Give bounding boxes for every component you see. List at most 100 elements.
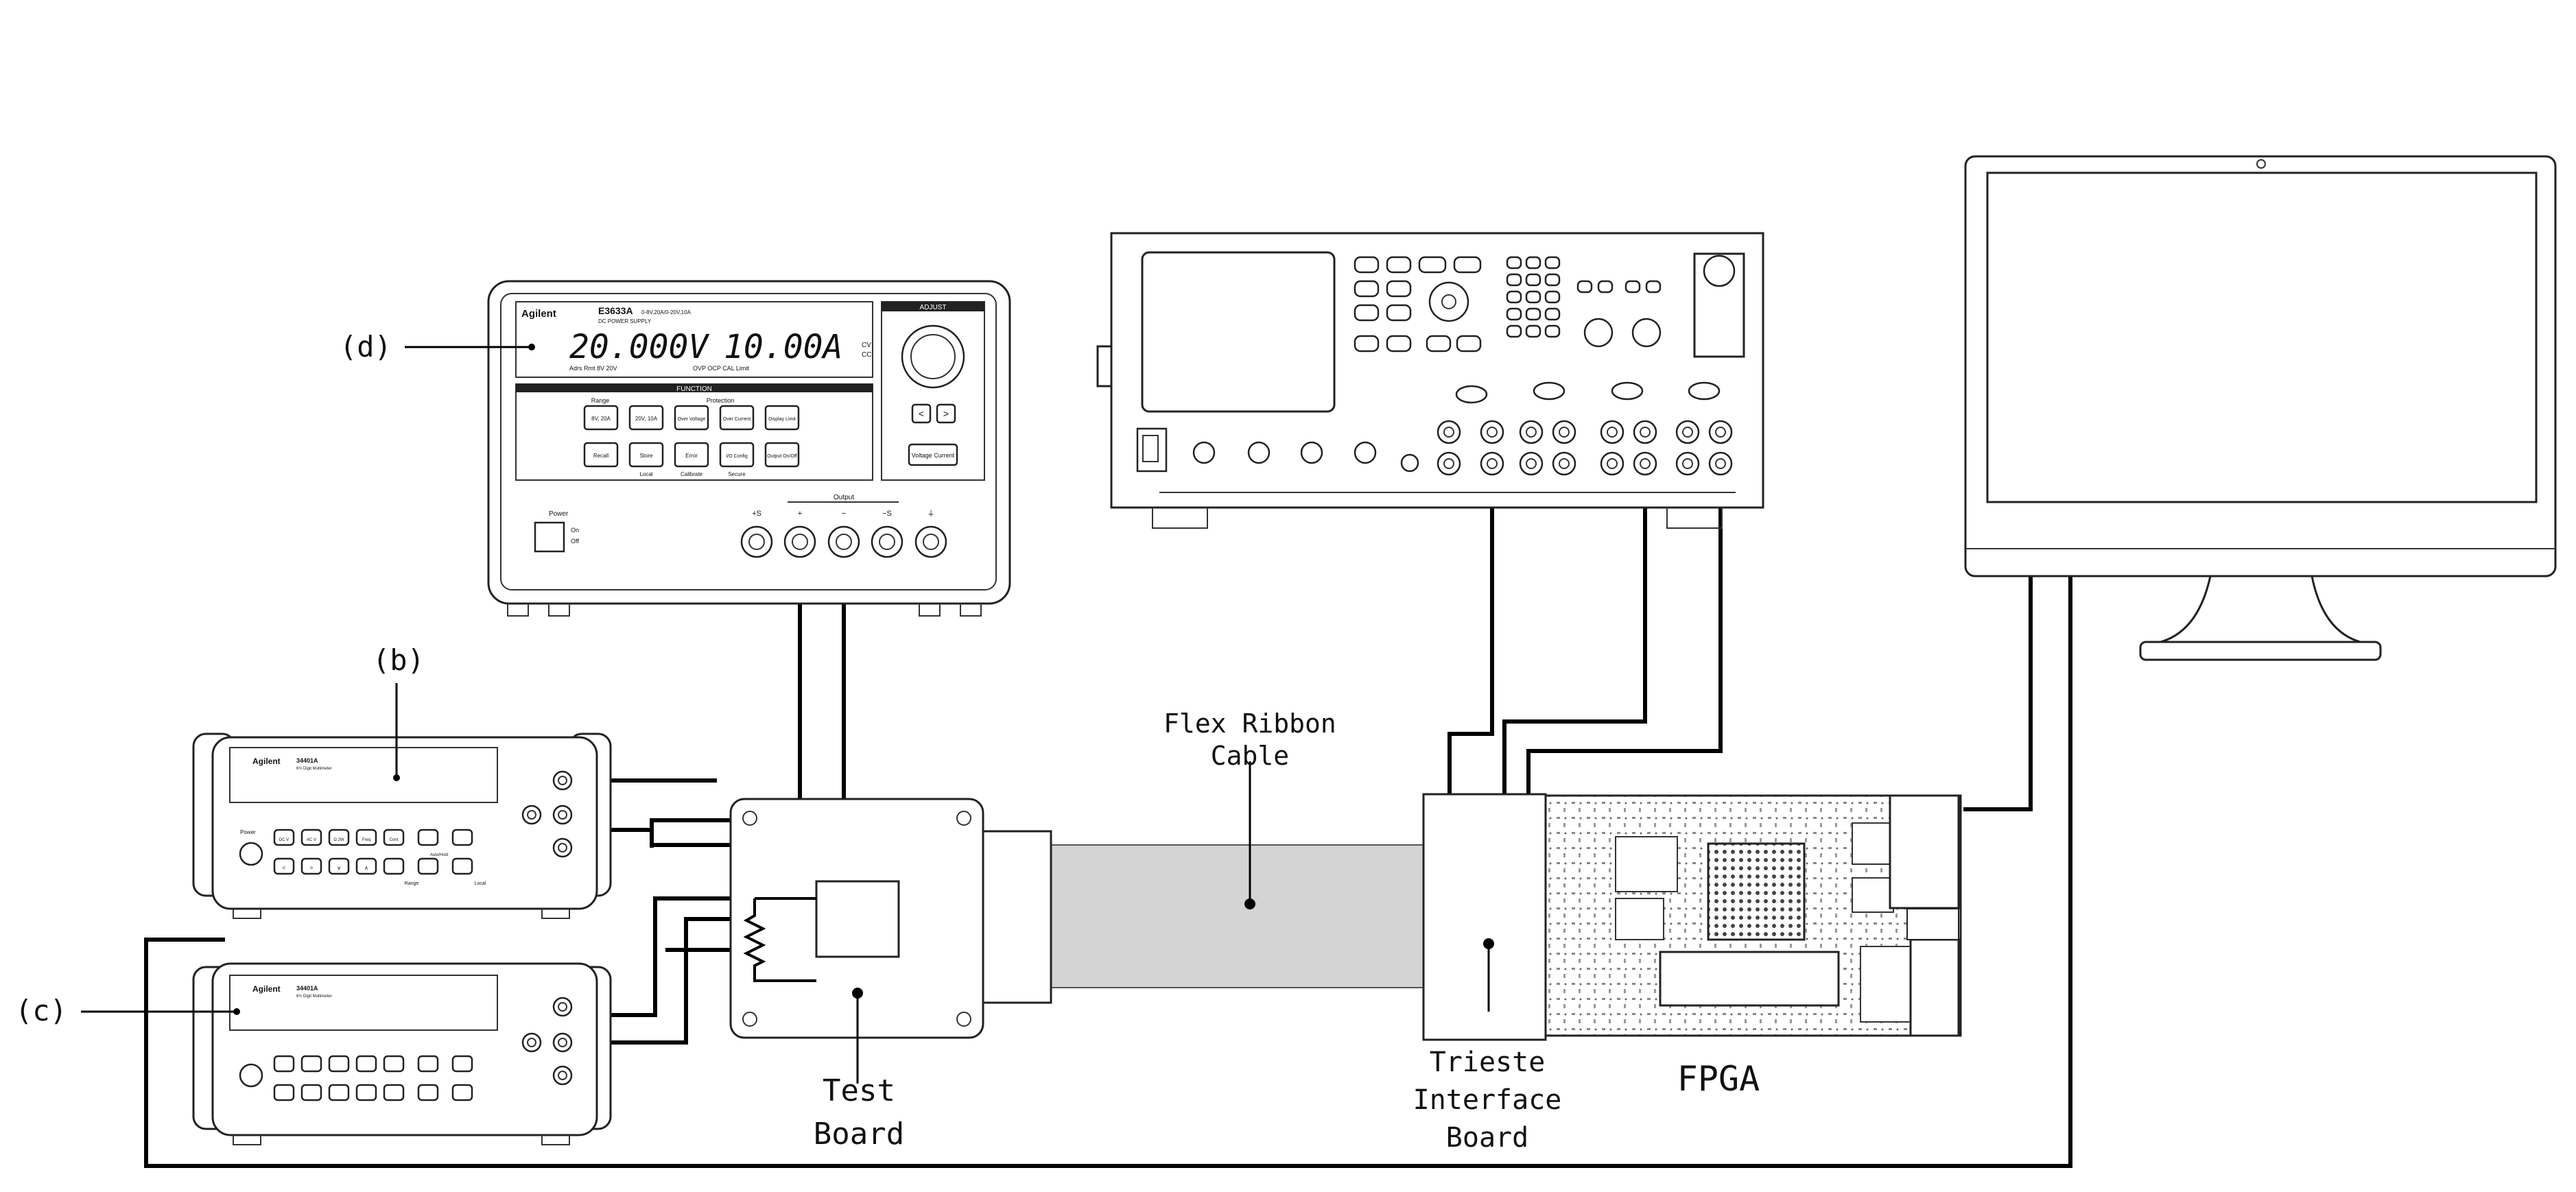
generator-knob[interactable] bbox=[1583, 318, 1614, 348]
dmm-key[interactable] bbox=[300, 1055, 322, 1073]
dmm-terminal[interactable] bbox=[521, 804, 542, 825]
dmm-key[interactable] bbox=[383, 829, 405, 846]
dmm-terminal[interactable] bbox=[552, 804, 573, 825]
dmm-key-label: Auto/Hold bbox=[430, 853, 448, 857]
bnc-connector[interactable] bbox=[1600, 420, 1624, 444]
ps-key-over-current[interactable] bbox=[719, 405, 755, 431]
dmm-key[interactable] bbox=[328, 1084, 350, 1101]
dmm-key[interactable] bbox=[273, 1055, 295, 1073]
dmm-terminal[interactable] bbox=[552, 1032, 573, 1053]
bnc-connector[interactable] bbox=[1437, 420, 1461, 444]
dmm-key[interactable] bbox=[417, 829, 439, 846]
terminal-minus[interactable] bbox=[827, 525, 860, 558]
dmm-b-power-button[interactable] bbox=[239, 842, 263, 866]
bnc-connector[interactable] bbox=[1480, 451, 1504, 476]
dmm-c-power-button[interactable] bbox=[239, 1063, 263, 1088]
bnc-connector[interactable] bbox=[1708, 451, 1733, 476]
flex-ribbon-cable bbox=[981, 761, 1425, 1004]
terminal-minus-sense[interactable] bbox=[871, 525, 903, 558]
dmm-key[interactable] bbox=[383, 1055, 405, 1073]
signal-generator bbox=[1096, 232, 1764, 529]
ps-key-io-config[interactable] bbox=[719, 442, 755, 468]
ps-key-over-voltage[interactable] bbox=[674, 405, 709, 431]
gen-key[interactable] bbox=[1426, 335, 1452, 353]
resistor-icon bbox=[743, 898, 816, 982]
gen-key[interactable] bbox=[1354, 335, 1380, 353]
dmm-key-label: AC V bbox=[307, 838, 316, 842]
dmm-key[interactable] bbox=[383, 1084, 405, 1101]
bnc-connector[interactable] bbox=[1600, 451, 1624, 476]
generator-nav-pad[interactable] bbox=[1428, 281, 1469, 322]
ps-key-error[interactable] bbox=[674, 442, 709, 468]
bnc-connector[interactable] bbox=[1708, 420, 1733, 444]
ps-key-output-onoff[interactable] bbox=[764, 442, 800, 468]
gen-key[interactable] bbox=[1456, 335, 1482, 353]
dmm-key[interactable] bbox=[300, 829, 322, 846]
dmm-key[interactable] bbox=[451, 857, 473, 875]
dmm-key[interactable] bbox=[273, 1084, 295, 1101]
dmm-c-keys bbox=[273, 1055, 473, 1101]
label-test-line1: Test bbox=[823, 1073, 895, 1108]
bnc-connector[interactable] bbox=[1519, 451, 1544, 476]
bnc-connector[interactable] bbox=[1480, 420, 1504, 444]
gen-key[interactable] bbox=[1453, 256, 1482, 274]
ps-on-label: On bbox=[571, 527, 579, 534]
dmm-terminal[interactable] bbox=[552, 997, 573, 1017]
gen-key[interactable] bbox=[1418, 256, 1447, 274]
dmm-key[interactable] bbox=[273, 857, 295, 875]
dmm-key[interactable] bbox=[355, 1084, 377, 1101]
dmm-terminal[interactable] bbox=[521, 1032, 542, 1053]
ps-voltage-current-button[interactable] bbox=[908, 443, 958, 466]
dmm-key[interactable] bbox=[383, 857, 405, 875]
gen-key[interactable] bbox=[1354, 304, 1380, 322]
gen-key[interactable] bbox=[1386, 280, 1412, 298]
dmm-key[interactable] bbox=[417, 1055, 439, 1073]
gen-key[interactable] bbox=[1386, 335, 1412, 353]
ps-power-switch[interactable] bbox=[534, 521, 565, 553]
terminal-plus[interactable] bbox=[783, 525, 816, 558]
dmm-key[interactable] bbox=[328, 829, 350, 846]
ps-keys-row2: Recall Store Error I/O Config Output On/… bbox=[583, 442, 800, 477]
generator-knob[interactable] bbox=[1631, 318, 1662, 348]
dmm-terminal[interactable] bbox=[552, 1065, 573, 1086]
generator-main-knob[interactable] bbox=[1703, 254, 1736, 287]
dmm-key[interactable] bbox=[451, 1055, 473, 1073]
dmm-key[interactable] bbox=[451, 829, 473, 846]
ps-key-20v10a[interactable] bbox=[628, 405, 664, 431]
ps-key-8v20a[interactable] bbox=[583, 405, 619, 431]
dmm-key[interactable] bbox=[273, 829, 295, 846]
bnc-connector[interactable] bbox=[1633, 451, 1657, 476]
bnc-connector[interactable] bbox=[1675, 420, 1700, 444]
ps-key-store[interactable] bbox=[628, 442, 664, 468]
gen-key[interactable] bbox=[1386, 304, 1412, 322]
ps-key-recall[interactable] bbox=[583, 442, 619, 468]
gen-key[interactable] bbox=[1386, 256, 1412, 274]
dmm-key[interactable] bbox=[417, 1084, 439, 1101]
ps-right-arrow-button[interactable] bbox=[936, 403, 956, 424]
terminal-plus-sense[interactable] bbox=[740, 525, 773, 558]
dmm-key[interactable] bbox=[328, 1055, 350, 1073]
bnc-connector[interactable] bbox=[1633, 420, 1657, 444]
dmm-key[interactable] bbox=[417, 857, 439, 875]
gen-key[interactable] bbox=[1354, 256, 1380, 274]
terminal-ground[interactable] bbox=[914, 525, 947, 558]
dmm-key[interactable] bbox=[300, 857, 322, 875]
dmm-key[interactable] bbox=[328, 857, 350, 875]
bnc-connector[interactable] bbox=[1552, 420, 1576, 444]
dmm-key[interactable] bbox=[355, 857, 377, 875]
ps-key-label: Over Current bbox=[723, 417, 751, 422]
dmm-terminal[interactable] bbox=[552, 837, 573, 858]
ps-key-label: Over Voltage bbox=[678, 417, 706, 422]
bnc-connector[interactable] bbox=[1552, 451, 1576, 476]
bnc-connector[interactable] bbox=[1519, 420, 1544, 444]
bnc-connector[interactable] bbox=[1675, 451, 1700, 476]
dmm-key[interactable] bbox=[355, 1055, 377, 1073]
dmm-key[interactable] bbox=[300, 1084, 322, 1101]
dmm-key[interactable] bbox=[451, 1084, 473, 1101]
ps-left-arrow-button[interactable] bbox=[911, 403, 932, 424]
ps-key-display-limit[interactable] bbox=[764, 405, 800, 431]
gen-key[interactable] bbox=[1354, 280, 1380, 298]
dmm-key[interactable] bbox=[355, 829, 377, 846]
bnc-connector[interactable] bbox=[1437, 451, 1461, 476]
dmm-terminal[interactable] bbox=[552, 770, 573, 791]
